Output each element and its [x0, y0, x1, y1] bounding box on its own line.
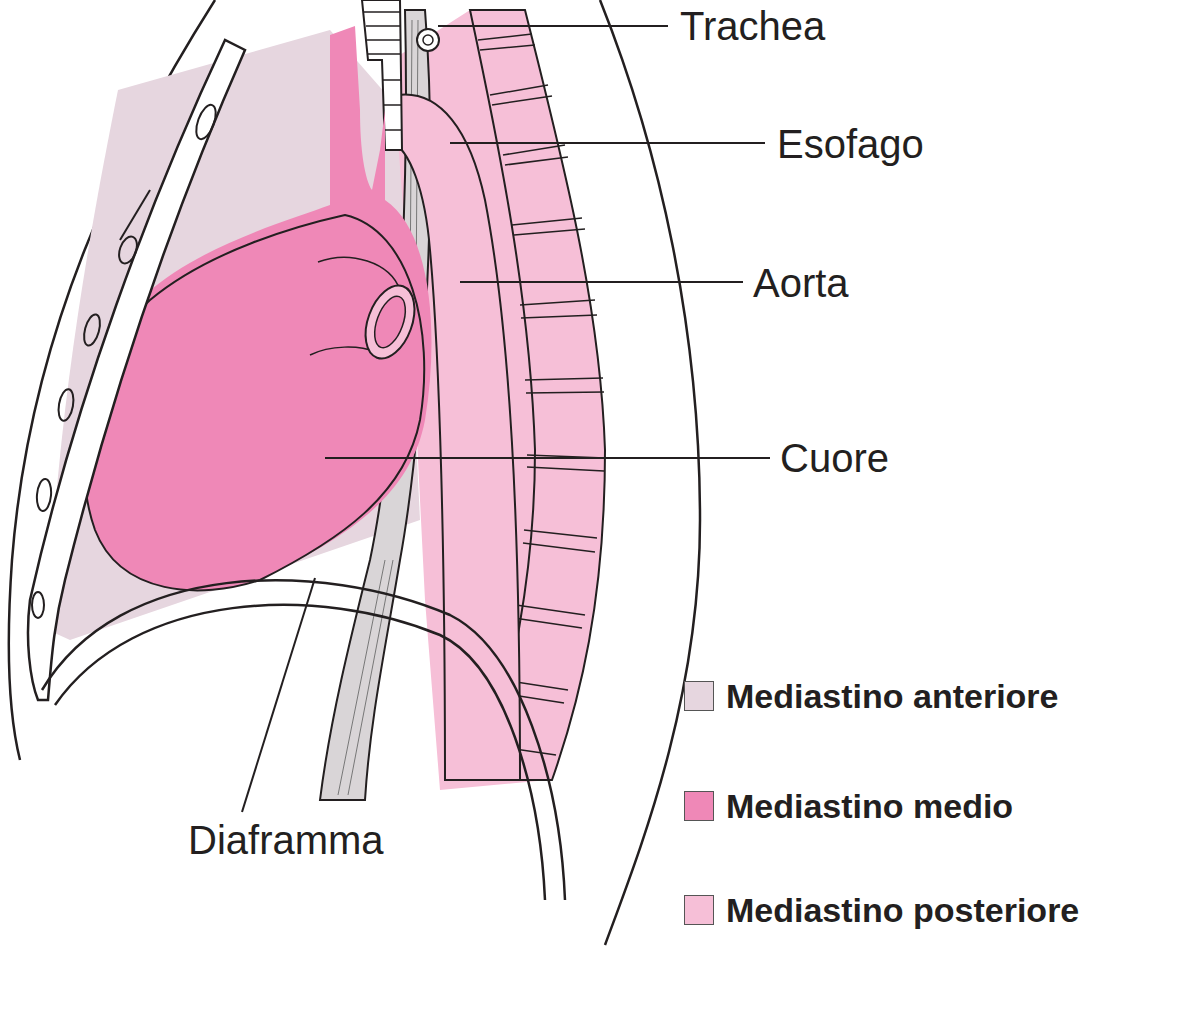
- legend-swatch: [684, 681, 714, 711]
- cartilage-line: [120, 190, 150, 240]
- structure-label: Trachea: [680, 6, 825, 46]
- vessel-lumen: [423, 35, 433, 45]
- rib-sections: [32, 102, 220, 618]
- heart-fold: [318, 257, 400, 290]
- tracheal-rings: [364, 12, 402, 130]
- legend-row: Mediastino posteriore: [684, 893, 1079, 927]
- diaphragm-upper: [42, 580, 565, 900]
- legend-text: Mediastino anteriore: [726, 679, 1059, 713]
- legend-text: Mediastino medio: [726, 789, 1013, 823]
- trachea: [362, 0, 402, 150]
- leader-lines: [242, 26, 770, 812]
- structure-label: Aorta: [753, 263, 849, 303]
- structure-label: Diaframma: [188, 820, 384, 860]
- pulmonary-vessel: [356, 279, 423, 365]
- legend-swatch: [684, 791, 714, 821]
- legend-row: Mediastino anteriore: [684, 679, 1059, 713]
- legend-row: Mediastino medio: [684, 789, 1013, 823]
- structure-label: Cuore: [780, 438, 889, 478]
- pulmonary-lumen: [369, 292, 412, 352]
- sternum: [28, 40, 245, 700]
- vessel-section: [417, 29, 439, 51]
- diaphragm-lower: [55, 605, 545, 900]
- legend-swatch: [684, 895, 714, 925]
- structure-label: Esofago: [777, 124, 924, 164]
- legend-text: Mediastino posteriore: [726, 893, 1079, 927]
- heart-fold: [310, 347, 375, 355]
